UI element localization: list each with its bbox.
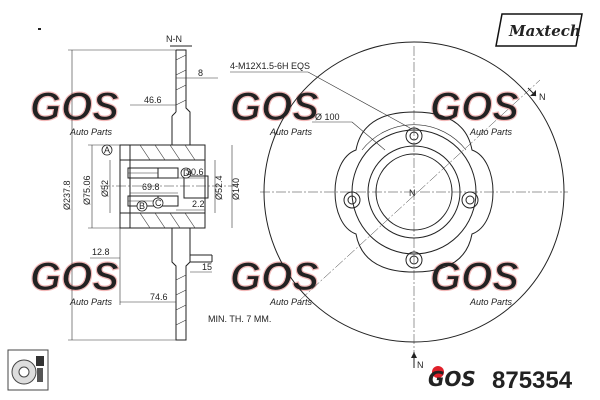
- section-marker-bottom: N: [417, 360, 424, 370]
- maxtech-logo-text: Maxtech: [508, 22, 581, 40]
- callout-c: C: [152, 197, 164, 209]
- svg-text:C: C: [155, 198, 162, 208]
- dim-8: 8: [198, 68, 203, 78]
- abs-sensor-icon: [7, 349, 49, 391]
- stray-mark: [38, 28, 41, 30]
- watermark-subtitle: Auto Parts: [469, 297, 513, 307]
- dim-12-8: 12.8: [92, 247, 110, 257]
- watermark-layer: GOS GOS GOS GOS GOS GOS Auto Parts Auto …: [29, 84, 519, 307]
- dim-74-6: 74.6: [150, 292, 168, 302]
- watermark-logo: GOS: [30, 255, 119, 299]
- watermark-logo: GOS: [230, 255, 319, 299]
- section-label: N-N: [166, 34, 182, 44]
- dim-d237-8: Ø237.8: [62, 180, 72, 210]
- svg-text:B: B: [139, 201, 145, 211]
- watermark-subtitle: Auto Parts: [69, 297, 113, 307]
- callout-a: A: [101, 144, 113, 156]
- thread-callout: 4-M12X1.5-6H EQS: [230, 61, 310, 71]
- dim-d75-06: Ø75.06: [82, 175, 92, 205]
- dim-d100: Ø 100: [315, 112, 340, 122]
- watermark-logo: GOS: [430, 255, 519, 299]
- dim-d52-4: Ø52.4: [214, 175, 224, 200]
- bolt-holes: [343, 127, 479, 269]
- hub-body-section: [119, 144, 206, 229]
- dim-d140: Ø140: [231, 178, 241, 200]
- watermark-logo: GOS: [230, 85, 319, 129]
- dim-69-8: 69.8: [142, 182, 160, 192]
- manufacturer-logo: GOS: [428, 366, 476, 391]
- center-marker: N: [409, 188, 416, 198]
- callout-b: B: [136, 200, 148, 212]
- section-view: N-N: [62, 34, 241, 341]
- watermark-subtitle: Auto Parts: [269, 127, 313, 137]
- watermark-subtitle: Auto Parts: [469, 127, 513, 137]
- front-view: Ø 100 4-M12X1.5-6H EQS N N N: [230, 41, 568, 370]
- watermark-logo: GOS: [30, 85, 119, 129]
- dim-2-2: 2.2: [192, 199, 205, 209]
- watermark-subtitle: Auto Parts: [269, 297, 313, 307]
- min-thickness-note: MIN. TH. 7 MM.: [208, 314, 271, 324]
- dim-15: 15: [202, 262, 212, 272]
- dim-46-6: 46.6: [144, 95, 162, 105]
- watermark-logo: GOS: [430, 85, 519, 129]
- svg-text:D: D: [183, 168, 190, 178]
- disc-plate-section: [171, 49, 191, 341]
- manufacturer-logo-text: GOS: [428, 367, 476, 391]
- svg-text:A: A: [104, 145, 110, 155]
- watermark-subtitle: Auto Parts: [69, 127, 113, 137]
- part-number: 875354: [492, 367, 573, 394]
- maxtech-logo: Maxtech: [495, 13, 583, 47]
- dim-d52: Ø52: [100, 180, 110, 197]
- dim-30-6: 30.6: [186, 167, 204, 177]
- callout-d: D: [180, 167, 192, 179]
- section-marker-top: N: [539, 92, 546, 102]
